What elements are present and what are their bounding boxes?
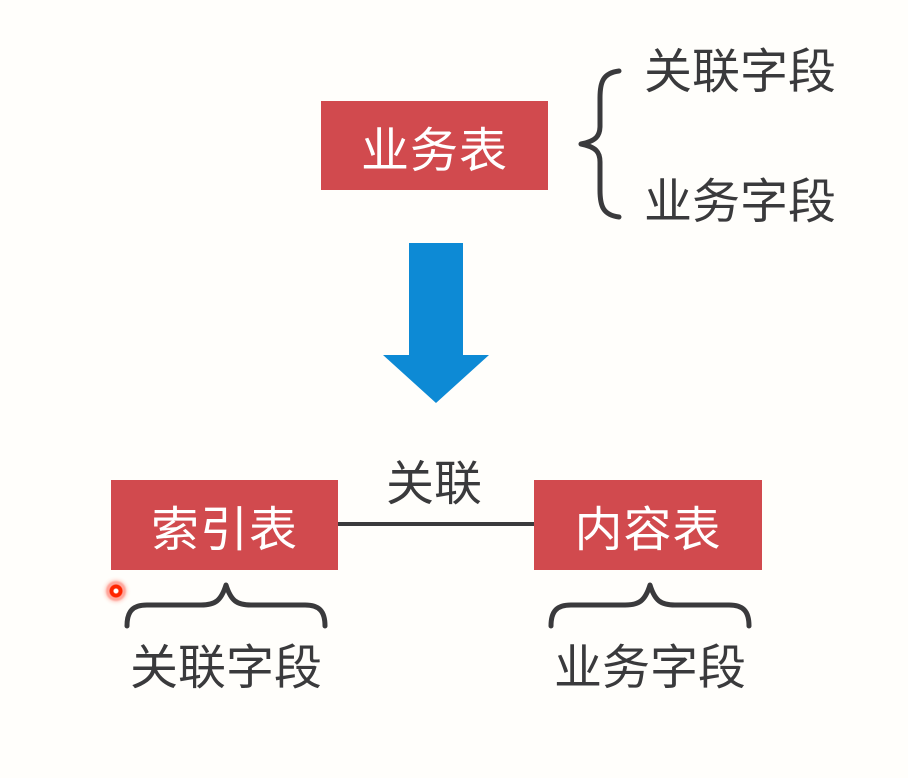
- content-table-box: 内容表: [534, 480, 762, 570]
- association-field-label-bottom: 关联字段: [129, 640, 322, 696]
- curly-brace-icon: [578, 68, 622, 220]
- laser-pointer-dot: [101, 576, 131, 606]
- index-table-label: 索引表: [150, 502, 298, 558]
- underbrace-icon-right: [548, 582, 752, 629]
- business-field-label-top: 业务字段: [643, 174, 836, 230]
- business-field-label-bottom: 业务字段: [553, 640, 746, 696]
- underbrace-icon-left: [124, 582, 328, 629]
- down-arrow-icon: [383, 243, 489, 403]
- connector-line: [338, 522, 534, 526]
- business-table-label: 业务表: [360, 122, 508, 179]
- index-table-box: 索引表: [111, 480, 338, 570]
- content-table-label: 内容表: [574, 502, 722, 558]
- association-field-label-top: 关联字段: [643, 44, 836, 100]
- relation-label: 关联: [385, 456, 482, 512]
- business-table-box: 业务表: [321, 101, 548, 190]
